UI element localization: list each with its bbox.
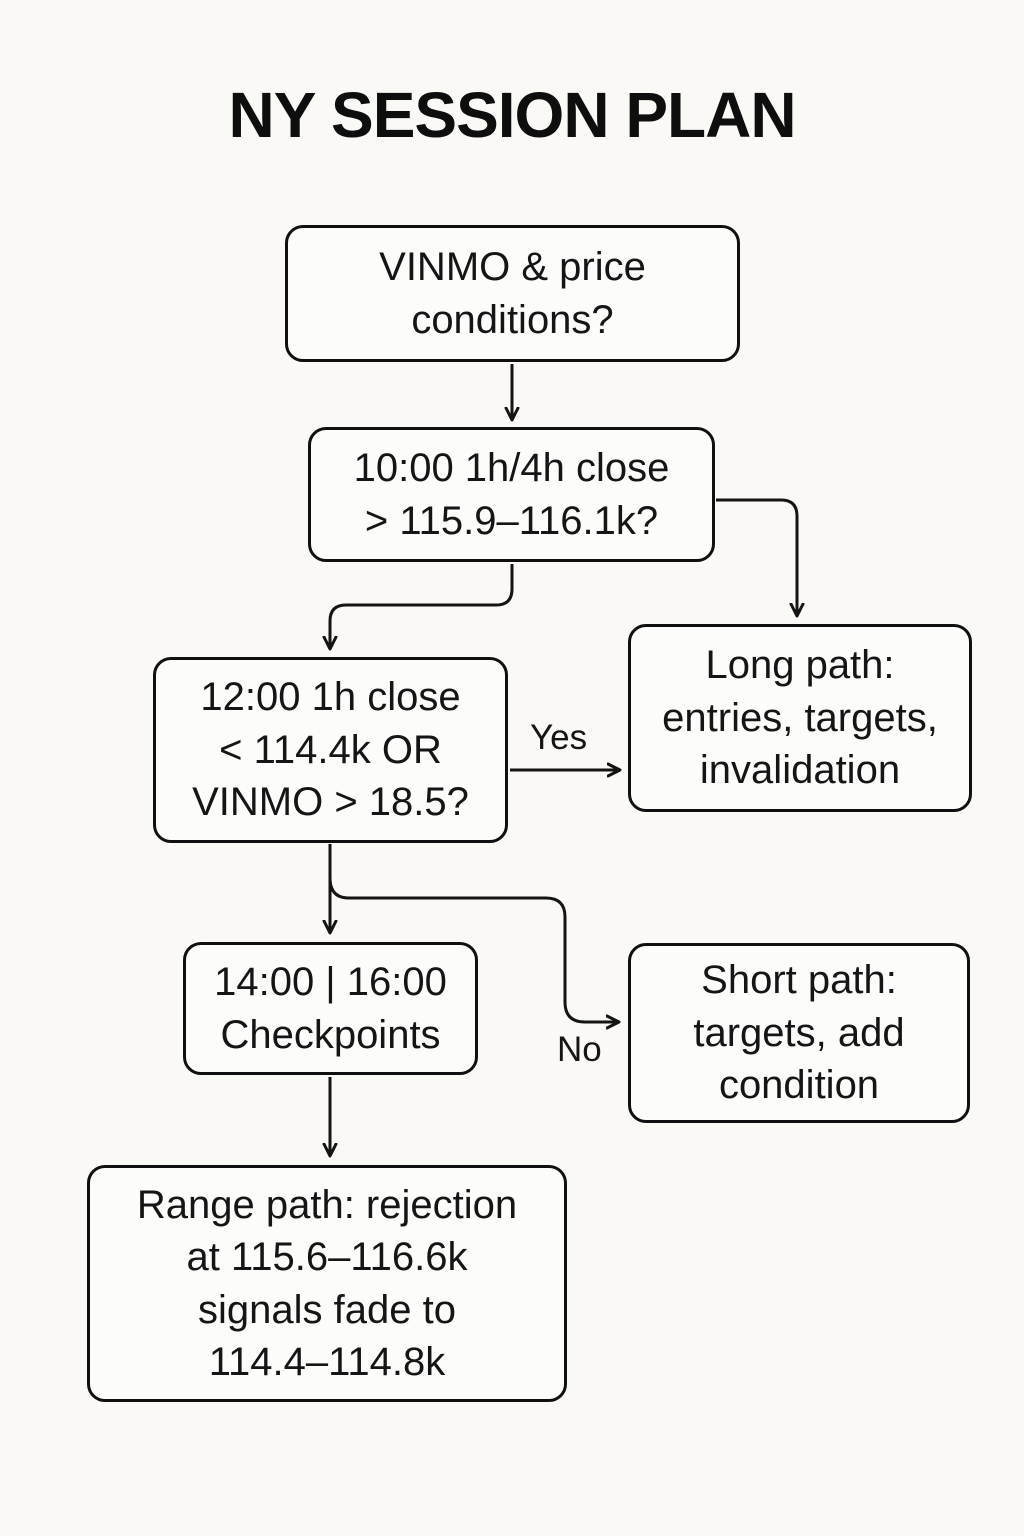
arrow-check10-to-long-path	[716, 498, 797, 616]
node-long-path: Long path: entries, targets, invalidatio…	[628, 624, 972, 812]
node-checkpoints: 14:00 | 16:00 Checkpoints	[183, 942, 478, 1075]
edge-label-yes: Yes	[530, 718, 588, 757]
node-1200-close-check: 12:00 1h close < 114.4k OR VINMO > 18.5?	[153, 657, 508, 843]
node-1000-close-check: 10:00 1h/4h close > 115.9–116.1k?	[308, 427, 715, 562]
page-title: NY SESSION PLAN	[228, 79, 796, 151]
node-vinmo-price-conditions: VINMO & price conditions?	[285, 225, 740, 362]
edge-label-no: No	[557, 1030, 602, 1069]
node-short-path: Short path: targets, add condition	[628, 943, 970, 1123]
node-range-path: Range path: rejection at 115.6–116.6k si…	[87, 1165, 567, 1402]
arrow-check10-to-check12	[330, 564, 514, 649]
